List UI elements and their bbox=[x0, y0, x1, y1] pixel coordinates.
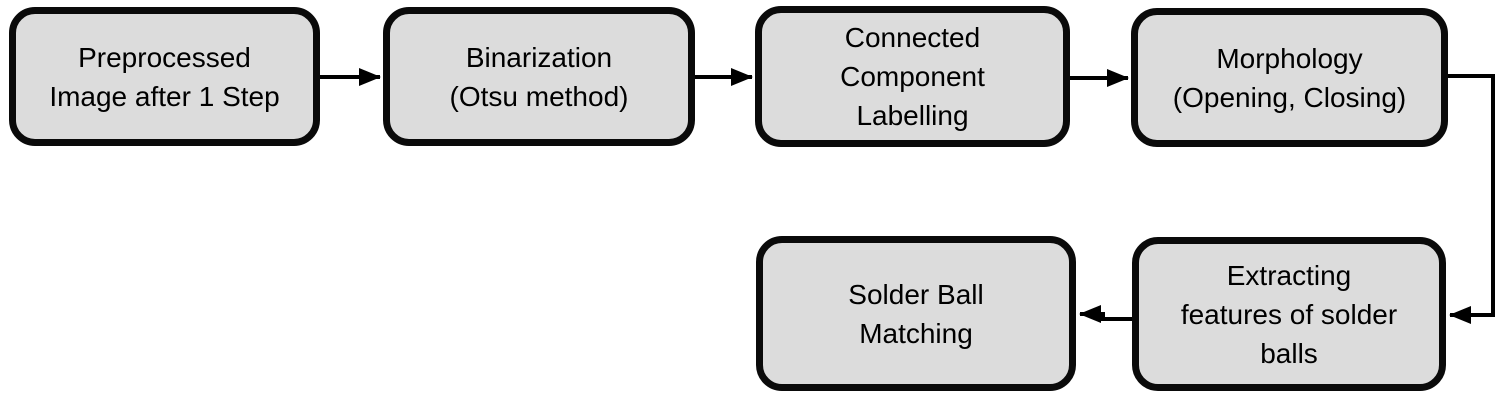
flow-node-preprocessed-image-label: Preprocessed Image after 1 Step bbox=[49, 41, 280, 112]
flow-node-morphology-label: Morphology (Opening, Closing) bbox=[1172, 42, 1407, 113]
arrow-extract-features-to-matching bbox=[1079, 305, 1132, 323]
flow-node-solder-ball-matching: Solder Ball Matching bbox=[756, 236, 1076, 391]
flow-node-connected-component-labelling-label: Connected Component Labelling bbox=[840, 22, 985, 131]
arrow-morphology-to-extract-features bbox=[1448, 74, 1495, 324]
flow-node-binarization: Binarization (Otsu method) bbox=[383, 7, 695, 146]
flow-node-binarization-label: Binarization (Otsu method) bbox=[449, 41, 629, 112]
flow-node-extract-features-label: Extracting features of solder balls bbox=[1180, 259, 1398, 369]
flow-node-solder-ball-matching-label: Solder Ball Matching bbox=[848, 278, 984, 349]
flow-node-connected-component-labelling: Connected Component Labelling bbox=[755, 6, 1070, 147]
flow-node-extract-features: Extracting features of solder balls bbox=[1132, 237, 1446, 391]
flow-node-preprocessed-image: Preprocessed Image after 1 Step bbox=[9, 7, 320, 146]
flow-node-morphology: Morphology (Opening, Closing) bbox=[1131, 8, 1448, 147]
